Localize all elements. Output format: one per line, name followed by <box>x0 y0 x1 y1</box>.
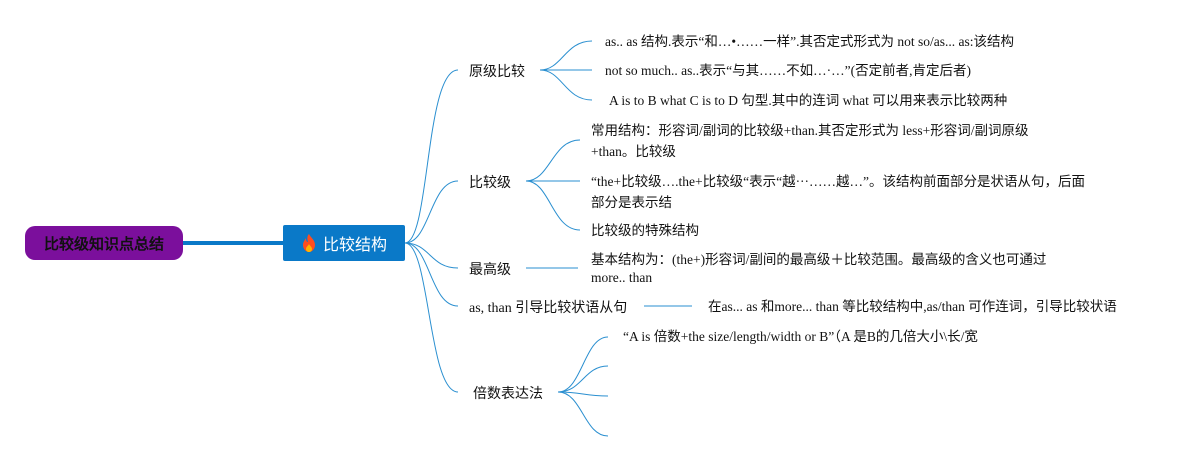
leaf-text: as.. as 结构.表示“和…•……一样”.其否定式形式为 not so/as… <box>605 34 1014 49</box>
leaf-node[interactable]: 在as... as 和more... than 等比较结构中,as/than 可… <box>708 296 1117 317</box>
connector-branch-5 <box>404 242 459 393</box>
connector-leaf-5-1 <box>557 336 609 393</box>
leaf-node[interactable]: “the+比较级….the+比较级“表示“越···……越…”。该结构前面部分是状… <box>591 171 1096 213</box>
leaf-text: A is to B what C is to D 句型.其中的连词 what 可… <box>609 93 1008 108</box>
leaf-text: “A is 倍数+the size/length/width or B”（A 是… <box>623 329 978 344</box>
branch-adverbial-clause[interactable]: as, than 引导比较状语从句 <box>469 297 627 317</box>
leaf-text: 常用结构：形容词/副词的比较级+than.其否定形式为 less+形容词/副词原… <box>591 123 1029 159</box>
branch-label: 最高级 <box>469 263 511 278</box>
connector-branch-3 <box>404 242 459 269</box>
leaf-node[interactable]: 基本结构为：(the+)形容词/副间的最高级＋比较范围。最高级的含义也可通过 m… <box>591 251 1071 287</box>
branch-label: 倍数表达法 <box>473 387 543 402</box>
main-topic-node[interactable]: 比较结构 <box>283 225 405 261</box>
connector-branch-4 <box>404 242 459 307</box>
connector-branch-1 <box>404 69 459 244</box>
branch-label: 原级比较 <box>469 65 525 80</box>
connector-leaf-2-3 <box>525 180 581 231</box>
fire-icon <box>302 234 315 252</box>
leaf-text: “the+比较级….the+比较级“表示“越···……越…”。该结构前面部分是状… <box>591 174 1086 210</box>
connector-leaf-2-1 <box>525 139 581 182</box>
branch-comparative[interactable]: 比较级 <box>469 172 511 192</box>
leaf-text: 在as... as 和more... than 等比较结构中,as/than 可… <box>708 299 1117 314</box>
connector-leaf-5-3 <box>557 391 609 397</box>
connector-leaf-1-1 <box>539 40 593 71</box>
leaf-text: not so much.. as..表示“与其……不如…·…”(否定前者,肯定后… <box>605 63 971 78</box>
branch-superlative[interactable]: 最高级 <box>469 259 511 279</box>
leaf-text: 基本结构为：(the+)形容词/副间的最高级＋比较范围。最高级的含义也可通过 m… <box>591 252 1047 285</box>
root-node[interactable]: 比较级知识点总结 <box>25 226 183 260</box>
main-topic-label: 比较结构 <box>322 237 387 254</box>
branch-positive-degree[interactable]: 原级比较 <box>469 61 525 81</box>
leaf-node[interactable]: A is to B what C is to D 句型.其中的连词 what 可… <box>609 90 1007 111</box>
branch-label: 比较级 <box>469 176 511 191</box>
leaf-node[interactable]: “A is 倍数+the size/length/width or B”（A 是… <box>623 326 978 347</box>
connector-leaf-5-2 <box>557 365 609 393</box>
connector-leaf-1-3 <box>539 69 593 101</box>
branch-multiple-expression[interactable]: 倍数表达法 <box>473 383 543 403</box>
connector-leaf-5-4 <box>557 391 609 437</box>
root-label: 比较级知识点总结 <box>43 235 164 253</box>
leaf-node[interactable]: 常用结构：形容词/副词的比较级+than.其否定形式为 less+形容词/副词原… <box>591 120 1061 162</box>
leaf-node[interactable]: 比较级的特殊结构 <box>591 220 699 241</box>
branch-label: as, than 引导比较状语从句 <box>469 301 628 316</box>
leaf-text: 比较级的特殊结构 <box>591 223 699 238</box>
connector-branch-2 <box>404 180 459 244</box>
leaf-node[interactable]: not so much.. as..表示“与其……不如…·…”(否定前者,肯定后… <box>605 60 971 81</box>
leaf-node[interactable]: as.. as 结构.表示“和…•……一样”.其否定式形式为 not so/as… <box>605 31 1014 52</box>
